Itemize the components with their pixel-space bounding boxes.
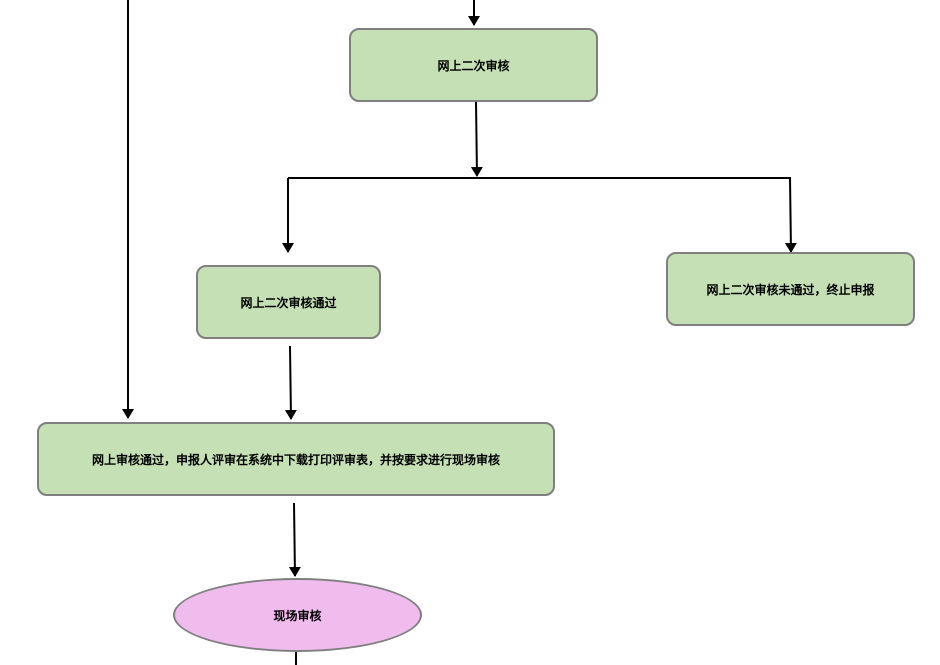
connector-online-pass-to-site-review	[288, 502, 301, 577]
connector-branch-to-second-fail	[784, 177, 797, 253]
connector-second-pass-to-online-pass	[284, 345, 297, 420]
process-second-review: 网上二次审核	[349, 28, 598, 102]
process-second-review-passed: 网上二次审核通过	[196, 265, 381, 339]
process-online-review-passed: 网上审核通过，申报人评审在系统中下载打印评审表，并按要求进行现场审核	[37, 422, 555, 496]
connector-second-review-to-branch	[470, 101, 483, 177]
process-second-review-failed: 网上二次审核未通过，终止申报	[666, 252, 915, 326]
terminal-site-review: 现场审核	[173, 578, 422, 652]
